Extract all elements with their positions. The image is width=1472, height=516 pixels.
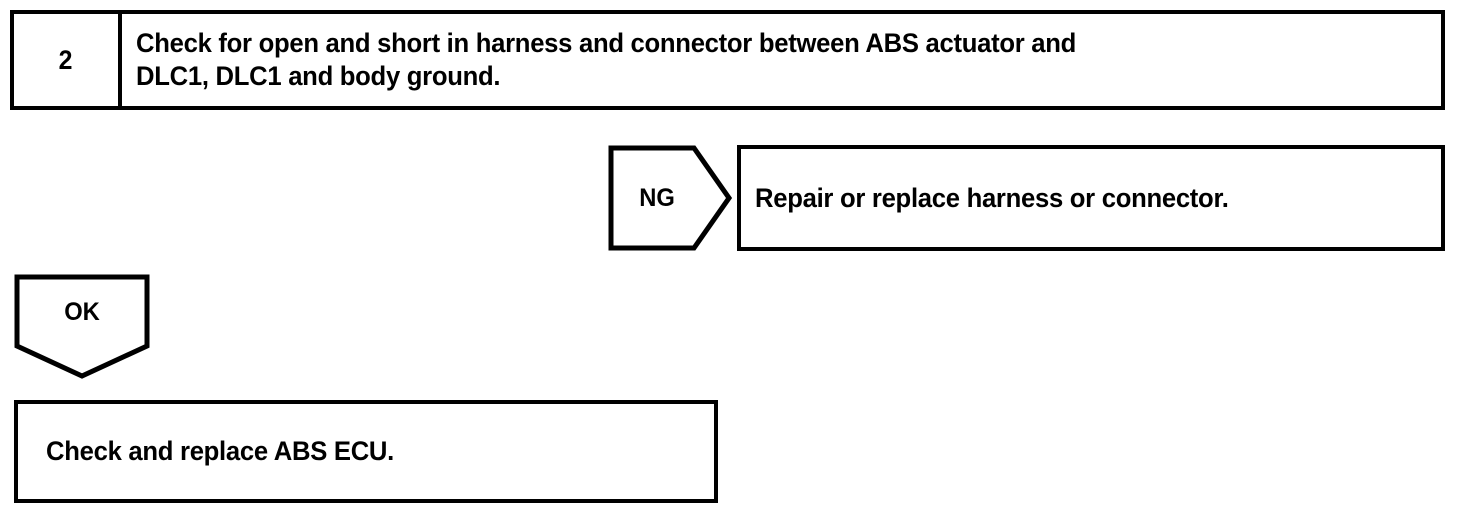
step-instruction-cell: Check for open and short in harness and … — [122, 14, 1441, 106]
step-row: 2 Check for open and short in harness an… — [10, 10, 1445, 110]
step-instruction-text: Check for open and short in harness and … — [136, 28, 1077, 91]
ok-arrow-pentagon-icon — [14, 274, 150, 379]
ng-result-text: Repair or replace harness or connector. — [755, 182, 1229, 213]
ng-pentagon-shape — [608, 145, 732, 251]
ng-arrow-pentagon-icon — [608, 145, 732, 251]
step-number-cell: 2 — [14, 14, 122, 106]
ng-branch-label: NG — [639, 183, 675, 212]
ng-result-box: Repair or replace harness or connector. — [737, 145, 1445, 251]
ok-result-text: Check and replace ABS ECU. — [46, 436, 395, 466]
ok-branch-label: OK — [64, 297, 100, 326]
ok-pentagon-shape — [14, 274, 150, 379]
step-number: 2 — [59, 44, 73, 75]
ok-result-box: Check and replace ABS ECU. — [14, 400, 718, 503]
